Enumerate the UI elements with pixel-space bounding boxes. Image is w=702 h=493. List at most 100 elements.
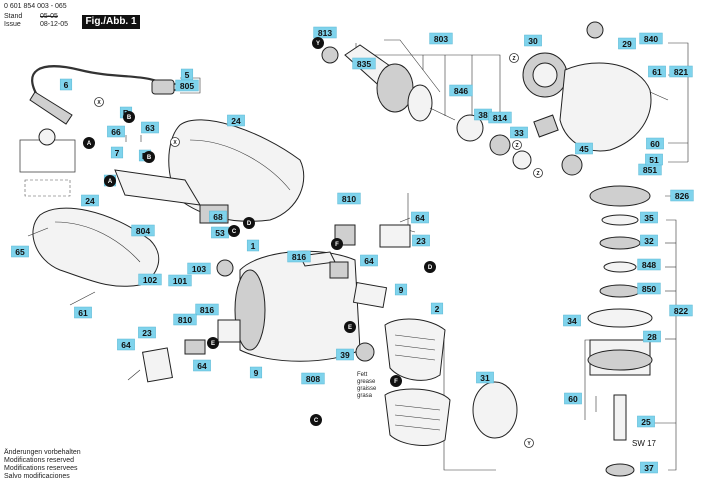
part-label: 64 bbox=[117, 338, 135, 351]
part-label: 804 bbox=[131, 224, 155, 237]
part-label: 25 bbox=[637, 415, 655, 428]
part-label: 2 bbox=[430, 302, 444, 315]
connection-marker: C bbox=[228, 225, 240, 237]
part-label-text: 848 bbox=[642, 260, 656, 270]
part-label-text: 826 bbox=[675, 191, 689, 201]
part-label: 64 bbox=[360, 254, 378, 267]
part-label: 103 bbox=[187, 262, 211, 275]
screws bbox=[27, 91, 669, 412]
part-label: 816 bbox=[287, 250, 311, 263]
part-label-text: 35 bbox=[644, 213, 654, 223]
part-label-text: 810 bbox=[342, 194, 356, 204]
connection-marker-text: Y bbox=[316, 41, 320, 47]
part-label: 61 bbox=[648, 65, 666, 78]
part-label: 822 bbox=[669, 304, 693, 317]
footer-note: Änderungen vorbehalten bbox=[4, 449, 81, 456]
part-label: 24 bbox=[227, 114, 245, 127]
stand-label: Stand bbox=[4, 13, 23, 20]
connection-marker: Z bbox=[509, 53, 519, 63]
connection-marker-text: E bbox=[348, 325, 352, 331]
part-label-text: 835 bbox=[357, 59, 371, 69]
connection-marker-text: C bbox=[232, 229, 237, 235]
part-label-text: 68 bbox=[213, 212, 223, 222]
connection-marker: Z bbox=[512, 140, 522, 150]
part-label: 60 bbox=[646, 137, 664, 150]
part-label-text: 34 bbox=[567, 316, 577, 326]
part-label: 851 bbox=[638, 163, 662, 176]
part-number: 0 601 854 003 - 065 bbox=[4, 3, 67, 10]
connection-marker-text: D bbox=[428, 265, 433, 271]
part-label-text: 30 bbox=[528, 36, 538, 46]
part-label-text: 64 bbox=[364, 256, 374, 266]
gear-housing-cluster bbox=[456, 21, 652, 176]
part-label: 35 bbox=[640, 211, 658, 224]
switch-schematic bbox=[19, 128, 76, 197]
part-label-text: 822 bbox=[674, 306, 688, 316]
connection-marker-text: C bbox=[314, 418, 319, 424]
part-label-text: 64 bbox=[197, 361, 207, 371]
part-label: 803 bbox=[429, 32, 453, 45]
part-label: 61 bbox=[74, 306, 92, 319]
armature bbox=[321, 44, 456, 122]
connection-marker-text: F bbox=[335, 242, 339, 248]
part-label: 821 bbox=[669, 65, 693, 78]
part-label-text: 32 bbox=[644, 236, 654, 246]
grease-note-line: Fett bbox=[357, 372, 368, 378]
part-label: 23 bbox=[412, 234, 430, 247]
part-label: 23 bbox=[138, 326, 156, 339]
connection-marker-text: F bbox=[394, 379, 398, 385]
part-label: 848 bbox=[637, 258, 661, 271]
part-label-text: 103 bbox=[192, 264, 206, 274]
part-label: 28 bbox=[643, 330, 661, 343]
part-label-text: 66 bbox=[111, 127, 121, 137]
part-label: 30 bbox=[524, 34, 542, 47]
part-label: 814 bbox=[488, 111, 512, 124]
part-label: 846 bbox=[449, 84, 473, 97]
part-label: 31 bbox=[476, 371, 494, 384]
issue-label: Issue bbox=[4, 21, 21, 28]
part-label: 816 bbox=[195, 303, 219, 316]
part-label-text: 1 bbox=[251, 241, 256, 251]
part-label-text: 101 bbox=[173, 276, 187, 286]
part-label-text: 63 bbox=[145, 123, 155, 133]
part-label-text: 25 bbox=[641, 417, 651, 427]
connection-marker: E bbox=[344, 321, 356, 333]
part-label-text: 102 bbox=[143, 275, 157, 285]
part-label-text: 813 bbox=[318, 28, 332, 38]
wrench-size: SW 17 bbox=[632, 439, 657, 448]
stand-value: 05-05 bbox=[40, 13, 58, 20]
part-label-text: 23 bbox=[142, 328, 152, 338]
part-label-text: 850 bbox=[642, 284, 656, 294]
connection-marker: A bbox=[83, 137, 95, 149]
part-label-text: 45 bbox=[579, 144, 589, 154]
part-label-text: 846 bbox=[454, 86, 468, 96]
part-label-text: 804 bbox=[136, 226, 150, 236]
part-label-text: 61 bbox=[78, 308, 88, 318]
connection-marker: E bbox=[207, 337, 219, 349]
part-label: 9 bbox=[249, 366, 263, 379]
part-label-text: 31 bbox=[480, 373, 490, 383]
connection-marker: F bbox=[331, 238, 343, 250]
connection-marker-text: A bbox=[108, 179, 113, 185]
part-label-text: 816 bbox=[292, 252, 306, 262]
connection-marker-text: Z bbox=[515, 143, 518, 149]
connection-marker: X bbox=[94, 97, 104, 107]
part-label-text: 808 bbox=[306, 374, 320, 384]
part-label-text: 810 bbox=[178, 315, 192, 325]
connection-marker: B bbox=[123, 111, 135, 123]
part-label-text: 64 bbox=[415, 213, 425, 223]
part-label-text: 29 bbox=[622, 39, 632, 49]
part-label-text: 37 bbox=[644, 463, 654, 473]
part-label: 64 bbox=[193, 359, 211, 372]
part-label: 805 bbox=[175, 79, 199, 92]
brush-holders bbox=[141, 224, 411, 383]
part-label-text: 816 bbox=[200, 305, 214, 315]
connection-marker-text: X bbox=[173, 140, 177, 146]
connection-marker: C bbox=[310, 414, 322, 426]
part-label: 34 bbox=[563, 314, 581, 327]
connection-marker-text: D bbox=[247, 221, 252, 227]
connection-marker-text: Y bbox=[527, 441, 531, 447]
part-label-text: 5 bbox=[185, 70, 190, 80]
